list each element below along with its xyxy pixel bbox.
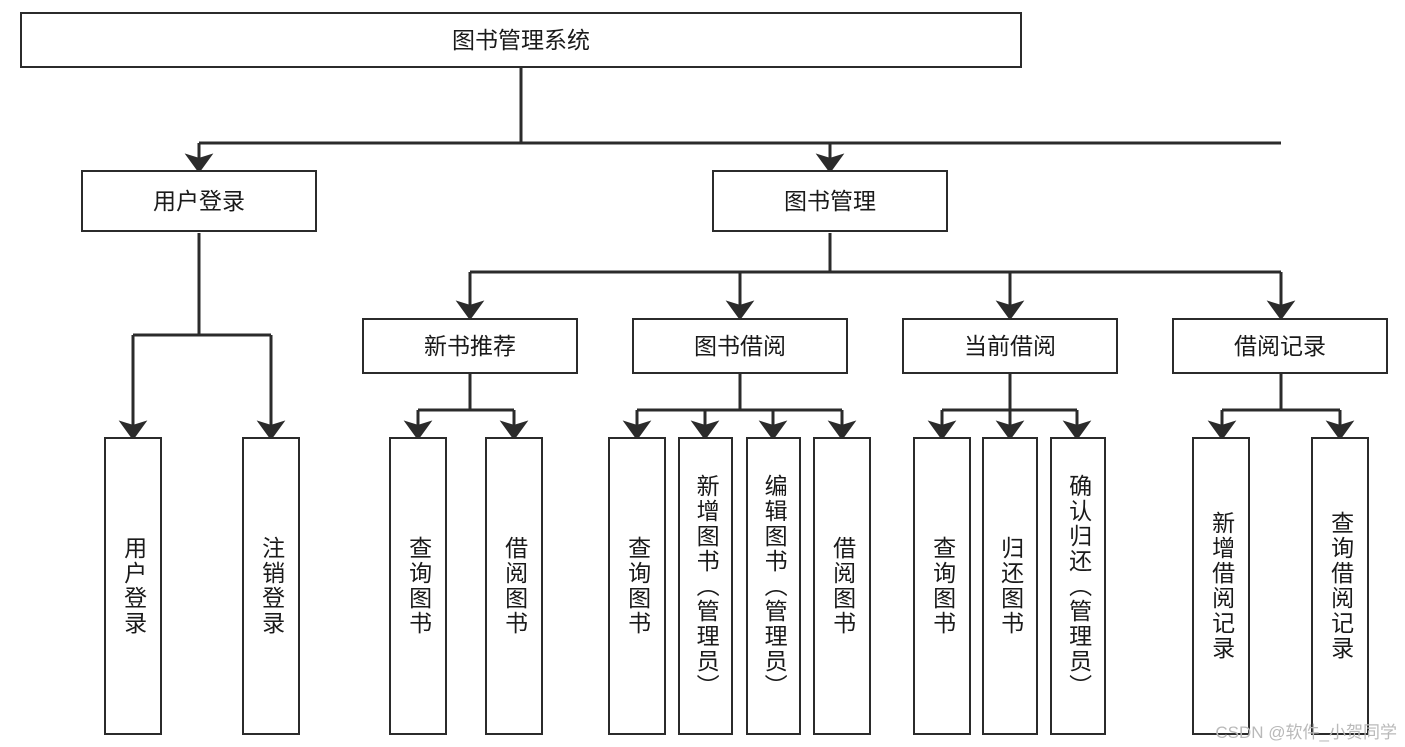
node-label: 编辑图书（管理员） xyxy=(761,473,788,699)
node-label: 查询图书 xyxy=(929,536,956,636)
node-label: 借阅记录 xyxy=(1234,332,1326,359)
leaf-query-borrow-record[interactable]: 查询借阅记录 xyxy=(1311,437,1369,735)
leaf-edit-book-admin[interactable]: 编辑图书（管理员） xyxy=(746,437,801,735)
node-label: 新增图书（管理员） xyxy=(693,473,720,699)
node-book-borrow[interactable]: 图书借阅 xyxy=(632,318,848,374)
leaf-add-book-admin[interactable]: 新增图书（管理员） xyxy=(678,437,733,735)
leaf-return-book[interactable]: 归还图书 xyxy=(982,437,1038,735)
leaf-borrow-book[interactable]: 借阅图书 xyxy=(813,437,871,735)
node-label: 用户登录 xyxy=(120,536,147,636)
node-label: 借阅图书 xyxy=(829,536,856,636)
node-label: 新书推荐 xyxy=(424,332,516,359)
leaf-add-borrow-record[interactable]: 新增借阅记录 xyxy=(1192,437,1250,735)
leaf-query-book-borrow[interactable]: 查询图书 xyxy=(608,437,666,735)
node-user-login[interactable]: 用户登录 xyxy=(81,170,317,232)
node-borrow-record[interactable]: 借阅记录 xyxy=(1172,318,1388,374)
node-label: 借阅图书 xyxy=(501,536,528,636)
node-label: 查询借阅记录 xyxy=(1327,511,1354,661)
node-label: 图书管理系统 xyxy=(452,26,590,53)
node-label: 图书管理 xyxy=(784,187,876,214)
node-label: 图书借阅 xyxy=(694,332,786,359)
leaf-query-book-current[interactable]: 查询图书 xyxy=(913,437,971,735)
node-label: 归还图书 xyxy=(997,536,1024,636)
leaf-user-login[interactable]: 用户登录 xyxy=(104,437,162,735)
node-label: 用户登录 xyxy=(153,187,245,214)
node-new-book-recommend[interactable]: 新书推荐 xyxy=(362,318,578,374)
node-label: 新增借阅记录 xyxy=(1208,511,1235,661)
leaf-borrow-book-recommend[interactable]: 借阅图书 xyxy=(485,437,543,735)
node-label: 查询图书 xyxy=(624,536,651,636)
node-label: 确认归还（管理员） xyxy=(1065,473,1092,699)
leaf-logout-login[interactable]: 注销登录 xyxy=(242,437,300,735)
leaf-confirm-return-admin[interactable]: 确认归还（管理员） xyxy=(1050,437,1106,735)
leaf-query-book-recommend[interactable]: 查询图书 xyxy=(389,437,447,735)
node-current-borrow[interactable]: 当前借阅 xyxy=(902,318,1118,374)
node-book-management[interactable]: 图书管理 xyxy=(712,170,948,232)
node-label: 查询图书 xyxy=(405,536,432,636)
csdn-watermark: CSDN @软件_小贺同学 xyxy=(1215,723,1397,742)
node-label: 注销登录 xyxy=(258,536,285,636)
node-root-book-management-system[interactable]: 图书管理系统 xyxy=(20,12,1022,68)
node-label: 当前借阅 xyxy=(964,332,1056,359)
